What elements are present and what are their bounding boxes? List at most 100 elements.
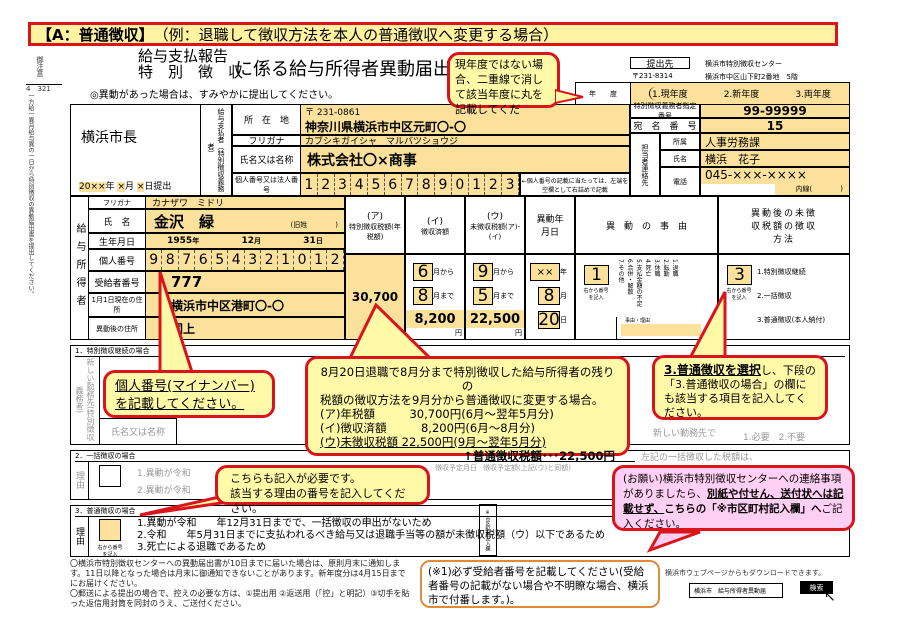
method-option-3: 3.普通徴収(本人納付) [757, 316, 826, 324]
tax-u-from[interactable]: 9 [473, 262, 493, 282]
callout-year-tail [555, 88, 584, 105]
method-cell: 3 右から番号を記入 1.特別徴収継続 2.一括徴収 3.普通徴収(本人納付) [718, 254, 850, 340]
tax-i-yen: 円 [455, 329, 462, 337]
payer-address-field[interactable]: 〒 231-0861 神奈川県横浜市中区元町〇-〇 [300, 104, 630, 135]
emp-old-name: (旧姓 ) [290, 221, 338, 229]
reason-option: 7.その他 [617, 259, 624, 283]
submit-date: 20××年 ×月 ×日提出 [79, 179, 171, 192]
payer-section-label: 給与支払者（特別徴収義務者） [200, 104, 232, 196]
dept-label: 所属 [660, 133, 700, 150]
tax-i-value[interactable]: 8,200 [406, 310, 464, 328]
method-header: 異動後の未徴収税額の徴収方法 [718, 196, 850, 254]
atena-value[interactable]: 15 [700, 118, 850, 133]
reason-note-field[interactable]: 事由・理由 [616, 317, 716, 339]
callout-mynumber-text: 個人番号(マイナンバー)を記載してください。 [115, 379, 255, 412]
phone-field[interactable]: 045-×××-×××× 内線( ) [700, 167, 850, 196]
date-day[interactable]: × [136, 182, 145, 192]
digit-cell: 5 [212, 250, 229, 270]
designation-value[interactable]: 99-99999 [700, 104, 850, 118]
tax-i-to[interactable]: 8 [413, 286, 433, 306]
emp-kana-field[interactable]: カナザワ ミドリ [145, 196, 345, 209]
callout-year: 現年度ではない場合、二重線で消して該当年度に丸を記載してくだ [447, 52, 560, 116]
tax-i-to-label: 月まで [433, 292, 454, 300]
section3-reason-box[interactable] [99, 519, 121, 541]
digit-cell: 9 [146, 250, 163, 270]
digit-cell: 4 [228, 250, 245, 270]
digit-cell: 3 [245, 250, 262, 270]
digit-cell: 7 [179, 250, 196, 270]
digit-cell: 4 [351, 174, 369, 195]
callout-main-tail [347, 302, 434, 360]
callout-reason3-line1: こちらも記入が必要です。 [230, 472, 361, 485]
title-main: に係る給与所得者異動届出書 [235, 59, 469, 80]
side-note-text: 一方給一異月給与異の一日から特別徴収の異動届出書を提出してください。 [27, 93, 34, 297]
birth-month-label: 月 [254, 237, 262, 245]
emp-jan1-field[interactable]: 横浜市中区港町〇-〇 [145, 293, 345, 317]
search-input[interactable]: 横浜市 給与所得者異動届 [689, 583, 783, 598]
contact-label: 担当者連絡先 [630, 133, 660, 196]
reason-value[interactable]: 1 [584, 265, 609, 285]
change-month[interactable]: 8 [538, 286, 560, 306]
method-value[interactable]: 3 [727, 265, 752, 285]
payer-postal: 〒 231-0861 [305, 108, 361, 118]
person-value[interactable]: 横浜 花子 [700, 150, 850, 167]
tax-u-to[interactable]: 5 [473, 286, 493, 306]
tax-i-header: (イ)徴収済額 [405, 196, 465, 254]
fiscal-option-current[interactable]: 1.現年度 [649, 87, 688, 100]
municipal-label: ※市区町村記入欄 [479, 504, 497, 556]
tax-u-value[interactable]: 22,500 [466, 310, 524, 328]
reason-option: 1.退職 [671, 259, 678, 277]
change-year[interactable]: ×× [530, 263, 560, 281]
callout-method-strong: 3.普通徴収を選択 [664, 363, 761, 377]
digit-cell: 1 [469, 174, 486, 195]
tax-i-label: 徴収済額 [421, 227, 449, 236]
fiscal-option-new[interactable]: 2.新年度 [723, 90, 760, 100]
tax-i-from[interactable]: 6 [413, 262, 433, 282]
payer-number-note: ←個人番号の記載に当たっては、左端を空欄として右詰めで記載 [520, 173, 630, 196]
emp-recipient-field[interactable]: 777 [145, 271, 345, 293]
callout-main-line: 8月20日退職で8月分まで特別徴収した給与所得者の残りの [320, 365, 615, 393]
callout-main-line: ↑普通徴収税額･･･22,500円 [463, 449, 615, 463]
atena-label: 宛 名 番 号 [630, 118, 700, 133]
emp-name-field[interactable]: 金沢 緑 (旧姓 ) [145, 209, 345, 233]
reason-option: 2.転勤 [662, 259, 669, 277]
side-note-head: 御注意 [36, 56, 44, 77]
birth-day-label: 日 [315, 237, 323, 245]
emp-birth-field[interactable]: 1955年 12月 31日 [145, 233, 345, 249]
callout-recipient-no: (※1)必ず受給者番号を記載してください(受給者番号の記載がない場合や不明瞭な場… [420, 560, 660, 608]
request-a: (お願い)横浜市特別徴収センターへの連絡事項がありましたら、 [623, 473, 842, 500]
section2-right: 左記の一括徴収した税額は、 [641, 453, 759, 463]
payer-kana-field[interactable]: カブシキガイシャ マルバツショウジ [300, 135, 630, 147]
dept-value[interactable]: 人事労務課 [700, 133, 850, 150]
section3-item1: 1.異動が令和 年12月31日までで、一括徴収の申出がないため [137, 518, 432, 529]
date-year[interactable]: 20×× [79, 182, 106, 192]
digit-cell: 0 [452, 174, 469, 195]
cursor-icon: ↖ [824, 589, 836, 605]
section2-reason-box[interactable] [99, 465, 121, 487]
digit-cell: 2 [318, 174, 335, 195]
designation-label: 特別徴収義務者指定番号 [630, 102, 700, 120]
search-button[interactable]: 検索 [800, 581, 833, 594]
fiscal-option-both[interactable]: 3.両年度 [795, 90, 831, 100]
tax-u-to-label: 月まで [493, 292, 514, 300]
digit-cell: 9 [435, 174, 452, 195]
digit-cell: 3 [502, 174, 519, 195]
submit-name: 横浜市特別徴収センター [705, 60, 782, 68]
payer-name-field[interactable]: 株式会社〇×商事 [300, 146, 630, 173]
section2-item2: 2.異動が令和 [137, 486, 191, 496]
method-hint: 右から番号を記入 [726, 288, 752, 301]
banner-main: 【A：普通徴収】 [37, 25, 154, 44]
method-option-2: 2.一括徴収 [757, 292, 792, 300]
digit-cell: 6 [385, 174, 402, 195]
section3: 3．普通徴収の場合 理由 右から番号を記入 1.異動が令和 年12月31日までで… [70, 504, 850, 558]
section2-col1: 徴収予定月日 [435, 464, 477, 472]
digit-cell: 8 [418, 174, 436, 195]
birth-day: 31 [303, 236, 316, 246]
change-day[interactable]: 20 [538, 310, 560, 330]
date-month[interactable]: × [117, 182, 125, 192]
